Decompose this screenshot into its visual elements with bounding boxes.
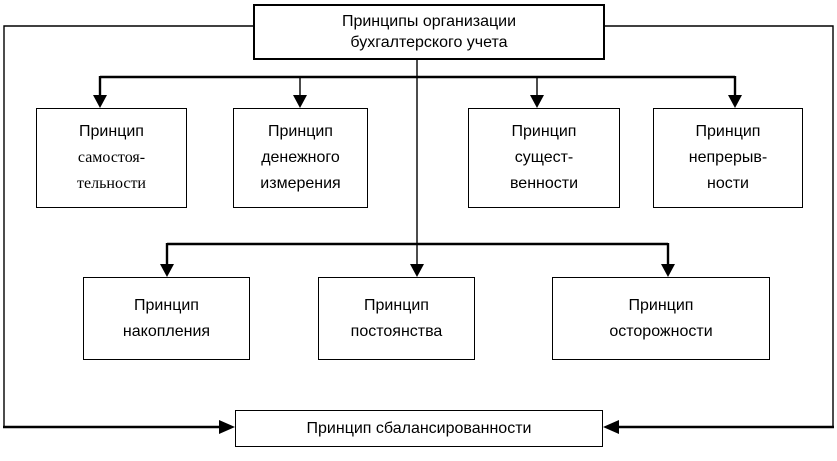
connector-right-loop — [605, 25, 834, 427]
arrowhead-down-icon — [661, 264, 675, 277]
node-continuity-label-top: Принцип — [695, 123, 761, 140]
node-independence-label-top: Принцип — [79, 123, 144, 140]
node-materiality: Принцип сущест- венности — [468, 108, 620, 208]
node-prudence: Принцип осторожности — [552, 277, 770, 360]
node-accumulation: Принцип накопления — [83, 277, 250, 360]
node-root: Принципы организации бухгалтерского учет… — [253, 4, 605, 60]
node-consistency-label: Принцип постоянства — [350, 296, 443, 340]
connector-left-loop — [3, 25, 253, 427]
node-continuity-label-rest: непрерыв- ности — [688, 149, 768, 192]
node-monetary-label-top: Принцип — [268, 123, 333, 140]
arrowhead-down-icon — [410, 264, 424, 277]
node-balance: Принцип сбалансированности — [235, 410, 603, 447]
arrowhead-down-icon — [728, 95, 742, 108]
node-continuity: Принцип непрерыв- ности — [653, 108, 803, 208]
node-prudence-label: Принцип осторожности — [609, 296, 713, 340]
node-materiality-label-rest: сущест- венности — [509, 149, 579, 192]
node-accumulation-label: Принцип накопления — [122, 296, 211, 340]
arrowhead-down-icon — [93, 95, 107, 108]
node-balance-label: Принцип сбалансированности — [306, 419, 532, 437]
node-consistency: Принцип постоянства — [318, 277, 475, 360]
arrowhead-down-icon — [530, 95, 544, 108]
node-monetary-label-rest: денежного измерения — [260, 149, 341, 192]
node-monetary-measurement: Принцип денежного измерения — [233, 108, 368, 208]
arrowhead-right-icon — [219, 420, 235, 434]
node-root-label: Принципы организации бухгалтерского учет… — [341, 13, 517, 51]
node-materiality-label-top: Принцип — [511, 123, 577, 140]
arrowhead-down-icon — [293, 95, 307, 108]
arrowhead-down-icon — [160, 264, 174, 277]
node-independence: Принцип самостоя- тельности — [36, 108, 187, 208]
node-independence-label-rest: самостоя- тельности — [77, 149, 146, 192]
arrowhead-left-icon — [603, 420, 619, 434]
